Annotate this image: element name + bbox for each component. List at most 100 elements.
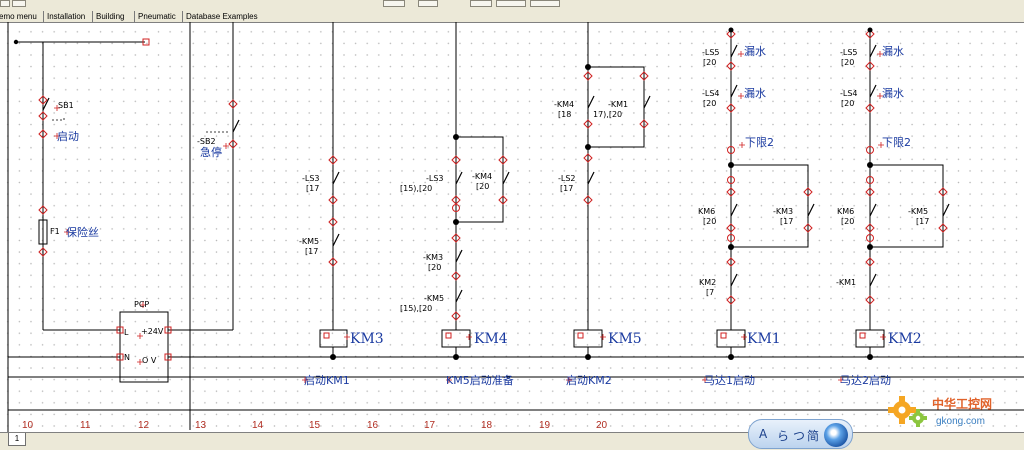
label-km1-c: -KM1 bbox=[608, 100, 628, 109]
tab-database-examples[interactable]: Database Examples bbox=[182, 11, 261, 22]
label-km6-d: KM6 bbox=[698, 207, 715, 216]
column-number: 13 bbox=[195, 420, 207, 431]
ime-toolbar[interactable]: A ら つ 简 bbox=[748, 419, 853, 449]
label-f1: F1 bbox=[50, 227, 60, 236]
schematic-sheet[interactable] bbox=[0, 23, 1024, 431]
coil-label-km4: KM4 bbox=[474, 331, 508, 347]
label-sb2: -SB2 bbox=[197, 137, 216, 146]
coil-label-km1: KM1 bbox=[747, 331, 781, 347]
label-xiaxian2-e: 下限2 bbox=[882, 136, 911, 149]
toolbar-button[interactable] bbox=[418, 0, 438, 7]
column-ruler: 10 11 12 13 14 15 16 17 18 19 20 bbox=[0, 420, 1024, 432]
ime-mode-a[interactable]: A bbox=[759, 427, 768, 441]
ref-km6-d: [20 bbox=[703, 217, 716, 226]
label-ls5-d: -LS5 bbox=[702, 48, 720, 57]
ref-km3-d: [17 bbox=[780, 217, 793, 226]
desc-km5: 启动KM2 bbox=[566, 374, 612, 387]
desc-km3: 启动KM1 bbox=[304, 374, 350, 387]
ime-orb-icon[interactable] bbox=[824, 423, 848, 447]
status-bar: 1 bbox=[0, 432, 1024, 450]
label-n: N bbox=[124, 353, 130, 362]
column-number: 10 bbox=[22, 420, 34, 431]
desc-km2: 马达2启动 bbox=[840, 374, 891, 387]
ref-ls2-c: [17 bbox=[560, 184, 573, 193]
ref-ls3-a: [17 bbox=[306, 184, 319, 193]
toolbar-button[interactable] bbox=[383, 0, 405, 7]
column-number: 15 bbox=[309, 420, 321, 431]
label-loushui-4: 漏水 bbox=[882, 87, 904, 100]
label-ls4-e: -LS4 bbox=[840, 89, 858, 98]
watermark-text: 中华工控网 bbox=[932, 396, 992, 411]
ref-ls3-b: [15),[20 bbox=[400, 184, 432, 193]
label-km4-c: -KM4 bbox=[554, 100, 574, 109]
toolbar-button[interactable] bbox=[12, 0, 26, 7]
page-tab-1[interactable]: 1 bbox=[8, 433, 26, 446]
watermark-logo: 中华工控网 gkong.com bbox=[888, 390, 1018, 430]
column-number: 17 bbox=[424, 420, 436, 431]
tab-demo-menu[interactable]: emo menu bbox=[0, 12, 37, 21]
label-km6-e: KM6 bbox=[837, 207, 854, 216]
label-ls3-a: -LS3 bbox=[302, 174, 320, 183]
ref-km5-b: [15),[20 bbox=[400, 304, 432, 313]
ref-ls4-e: [20 bbox=[841, 99, 854, 108]
label-km1-e: -KM1 bbox=[836, 278, 856, 287]
label-pcp: PCP bbox=[134, 300, 149, 309]
label-xiaxian2-d: 下限2 bbox=[745, 136, 774, 149]
coil-label-km2: KM2 bbox=[888, 331, 922, 347]
label-24v: +24V bbox=[141, 327, 164, 336]
label-0v: O V bbox=[142, 356, 157, 365]
label-km4-b: -KM4 bbox=[472, 172, 492, 181]
column-number: 16 bbox=[367, 420, 379, 431]
label-loushui-1: 漏水 bbox=[744, 45, 766, 58]
label-loushui-2: 漏水 bbox=[744, 87, 766, 100]
column-number: 20 bbox=[596, 420, 608, 431]
label-km3-d: -KM3 bbox=[773, 207, 793, 216]
toolbar-button[interactable] bbox=[530, 0, 560, 7]
label-km2-d: KM2 bbox=[699, 278, 716, 287]
ref-km3-b: [20 bbox=[428, 263, 441, 272]
column-number: 11 bbox=[80, 420, 91, 431]
column-number: 18 bbox=[481, 420, 493, 431]
watermark-url: gkong.com bbox=[936, 416, 985, 427]
tab-installation[interactable]: Installation bbox=[43, 11, 88, 22]
tab-building[interactable]: Building bbox=[92, 11, 127, 22]
ref-km4-c: [18 bbox=[558, 110, 571, 119]
ref-km6-e: [20 bbox=[841, 217, 854, 226]
ref-km2-d: [7 bbox=[706, 288, 714, 297]
column-number: 14 bbox=[252, 420, 264, 431]
label-sb1: SB1 bbox=[58, 101, 74, 110]
toolbar-button[interactable] bbox=[470, 0, 492, 7]
desc-km4: KM5启动准备 bbox=[446, 373, 514, 387]
ref-ls5-e: [20 bbox=[841, 58, 854, 67]
ref-km4-c2: 17),[20 bbox=[593, 110, 622, 119]
ref-km5-e: [17 bbox=[916, 217, 929, 226]
label-ls3-b: -LS3 bbox=[426, 174, 444, 183]
ref-km4-b: [20 bbox=[476, 182, 489, 191]
coil-label-km5: KM5 bbox=[608, 331, 642, 347]
ime-mode-d[interactable]: 简 bbox=[807, 429, 820, 443]
ref-km5-a: [17 bbox=[305, 247, 318, 256]
ime-mode-c[interactable]: つ bbox=[793, 429, 806, 443]
ime-mode-b[interactable]: ら bbox=[777, 429, 790, 443]
desc-km1: 马达1启动 bbox=[704, 374, 755, 387]
label-km5-a: -KM5 bbox=[299, 237, 319, 246]
toolbar-button[interactable] bbox=[0, 0, 10, 7]
tab-bar: emo menu Installation Building Pneumatic… bbox=[0, 10, 1024, 23]
label-loushui-3: 漏水 bbox=[882, 45, 904, 58]
label-ls5-e: -LS5 bbox=[840, 48, 858, 57]
coil-label-km3: KM3 bbox=[350, 331, 384, 347]
label-ls2-c: -LS2 bbox=[558, 174, 576, 183]
label-km5-e: -KM5 bbox=[908, 207, 928, 216]
toolbar-button[interactable] bbox=[496, 0, 526, 7]
label-qidong: 启动 bbox=[57, 130, 79, 143]
label-ls4-d: -LS4 bbox=[702, 89, 720, 98]
ref-ls4-d: [20 bbox=[703, 99, 716, 108]
label-baoxiansi: 保险丝 bbox=[66, 225, 99, 239]
column-number: 12 bbox=[138, 420, 150, 431]
column-number: 19 bbox=[539, 420, 551, 431]
ref-ls5-d: [20 bbox=[703, 58, 716, 67]
label-km3-b: -KM3 bbox=[423, 253, 443, 262]
tab-pneumatic[interactable]: Pneumatic bbox=[134, 11, 179, 22]
label-km5-b: -KM5 bbox=[424, 294, 444, 303]
